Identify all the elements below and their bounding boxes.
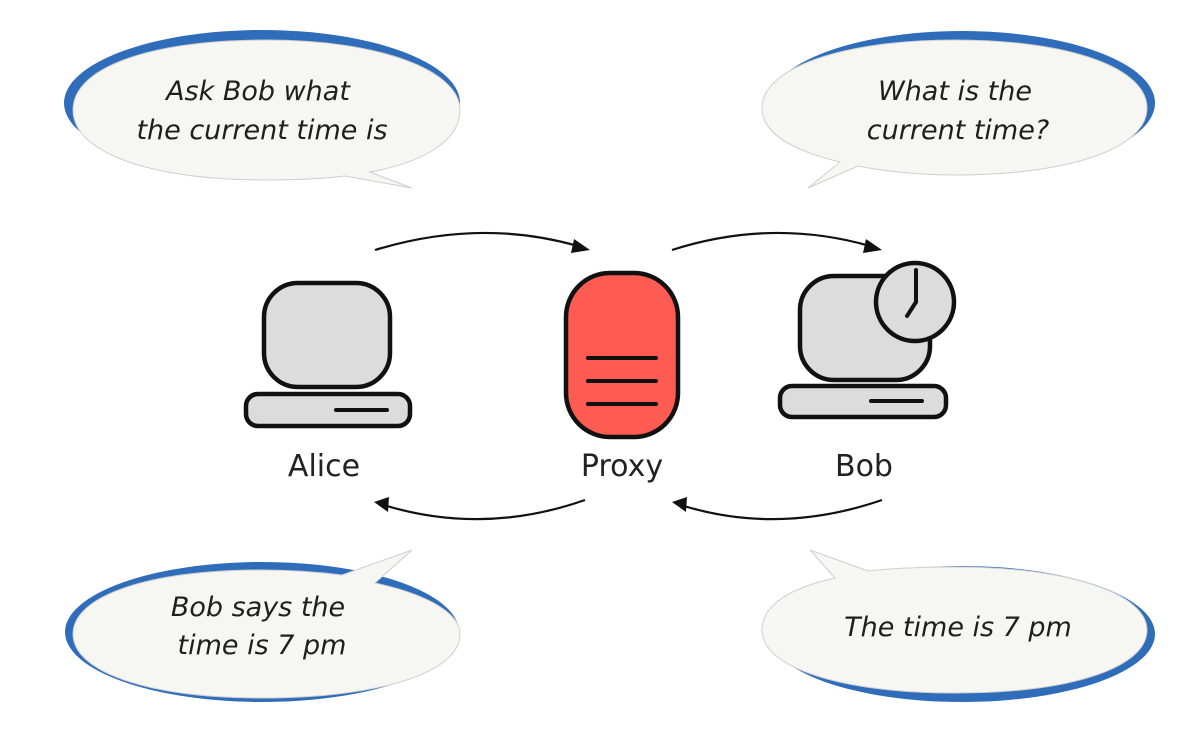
- bubble-text-line-2: the current time is: [136, 115, 387, 146]
- keyboard-base-shape: [777, 383, 949, 420]
- clock-icon: [873, 260, 957, 344]
- arrow-alice-to-proxy: [374, 231, 590, 253]
- bubble-shape: [761, 549, 1148, 694]
- node-label-alice: Alice: [288, 449, 360, 484]
- bubble-text-line-1: The time is 7 pm: [844, 612, 1072, 643]
- arrow-line: [386, 498, 586, 521]
- node-label-bob: Bob: [835, 449, 893, 484]
- arrow-proxy-to-alice: [374, 497, 586, 521]
- bubble-text-line-2: current time?: [867, 115, 1049, 146]
- arrow-head: [571, 239, 590, 253]
- bubble-text-line-1: What is the: [878, 76, 1032, 107]
- arrow-head: [863, 239, 882, 253]
- bubble-shape: [72, 39, 461, 189]
- bubble-text-line-1: Ask Bob what: [164, 76, 351, 107]
- bubble-text-line-1: Bob says the: [171, 592, 345, 623]
- server-body-shape: [563, 270, 681, 440]
- bubble-proxy-request: What is the current time?: [761, 31, 1155, 189]
- arrow-proxy-to-bob: [671, 231, 882, 253]
- arrow-bob-to-proxy: [672, 497, 883, 521]
- bubble-proxy-reply: Bob says the time is 7 pm: [65, 549, 461, 702]
- bubble-text-line-2: time is 7 pm: [178, 630, 347, 661]
- bubble-shape: [761, 39, 1148, 189]
- arrow-head: [672, 497, 687, 512]
- computer-with-clock-icon: [777, 260, 957, 420]
- bubble-bob-reply: The time is 7 pm: [761, 549, 1155, 702]
- node-label-proxy: Proxy: [581, 449, 663, 484]
- monitor-shape: [261, 280, 393, 390]
- arrow-line: [683, 498, 883, 521]
- bubble-alice-request: Ask Bob what the current time is: [64, 30, 461, 189]
- keyboard-base-shape: [243, 391, 413, 429]
- computer-icon: [243, 280, 413, 429]
- arrow-line: [374, 231, 579, 252]
- arrow-line: [671, 231, 871, 252]
- server-icon: [563, 270, 681, 440]
- bubble-shape: [72, 549, 461, 699]
- clock-hand-minute: [905, 300, 918, 318]
- arrow-head: [374, 497, 389, 512]
